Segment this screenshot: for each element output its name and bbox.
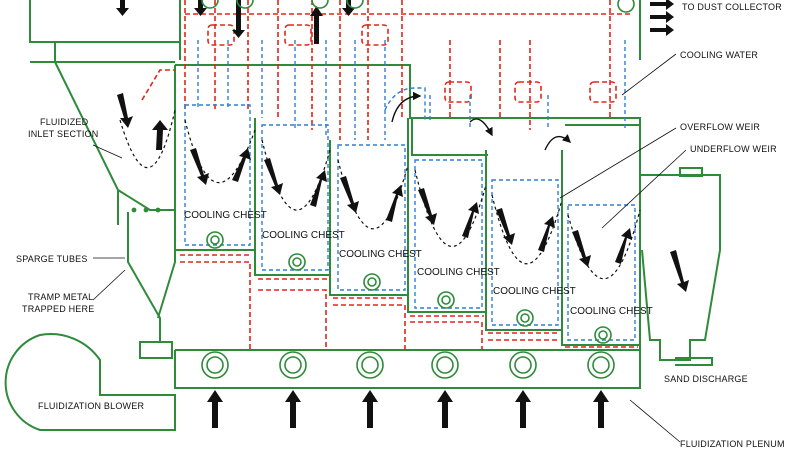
flow-arrow-icon bbox=[152, 120, 168, 150]
underflow-weir-label: UNDERFLOW WEIR bbox=[690, 144, 777, 154]
up-arrow-icon bbox=[362, 390, 378, 428]
tramp-metal-label-2: TRAPPED HERE bbox=[22, 304, 94, 314]
dust-collector-label: TO DUST COLLECTOR bbox=[682, 2, 782, 12]
cooling-chest-label: COOLING CHEST bbox=[570, 306, 653, 317]
flange-nozzle-icon bbox=[356, 351, 384, 379]
cooling-chest-label: COOLING CHEST bbox=[339, 249, 422, 260]
flange-nozzle-icon bbox=[206, 231, 224, 249]
flange-nozzle-icon bbox=[363, 273, 381, 291]
flow-arrow-icon bbox=[340, 176, 359, 213]
fluidization-plenum-label: FLUIDIZATION PLENUM bbox=[680, 439, 785, 449]
flange-nozzle-icon bbox=[431, 351, 459, 379]
flange-nozzle-icon bbox=[346, 0, 364, 9]
tramp-metal-label-1: TRAMP METAL bbox=[28, 292, 93, 302]
flange-nozzle-icon bbox=[311, 0, 329, 9]
sand-discharge-label: SAND DISCHARGE bbox=[664, 374, 748, 384]
flange-nozzle-icon bbox=[201, 0, 219, 9]
flow-arrow-icon bbox=[538, 216, 555, 252]
flow-arrow-icon bbox=[310, 6, 323, 44]
flange-nozzle-icon bbox=[516, 309, 534, 327]
flange-nozzle-icon bbox=[236, 0, 254, 9]
flow-arrow-icon bbox=[615, 228, 632, 264]
flow-arrow-icon bbox=[386, 185, 403, 222]
cooling-chest-label: COOLING CHEST bbox=[184, 210, 267, 221]
flow-arrow-icon bbox=[310, 170, 327, 207]
fluidized-inlet-label-1: FLUIDIZED bbox=[40, 117, 89, 127]
equipment-outline bbox=[4, 0, 721, 431]
flange-nozzle-icon bbox=[587, 351, 615, 379]
up-arrow-icon bbox=[285, 390, 301, 428]
cooling-water-label: COOLING WATER bbox=[680, 50, 758, 60]
flange-nozzle-icon bbox=[288, 253, 306, 271]
up-arrow-icon bbox=[593, 390, 609, 428]
cooling-chest-label: COOLING CHEST bbox=[262, 230, 345, 241]
fluidized-inlet-label-2: INLET SECTION bbox=[28, 129, 98, 139]
flange-nozzle-icon bbox=[617, 0, 635, 13]
cooling-chest-labels: COOLING CHEST COOLING CHEST COOLING CHES… bbox=[184, 210, 653, 317]
flow-arrow-icon bbox=[232, 148, 251, 182]
flow-arrow-icon bbox=[418, 188, 437, 225]
flange-nozzle-icon bbox=[279, 351, 307, 379]
flow-arrow-icons bbox=[116, 0, 689, 428]
up-arrow-icon bbox=[515, 390, 531, 428]
flow-arrow-icon bbox=[572, 230, 591, 267]
flow-arrow-icon bbox=[190, 148, 209, 185]
flange-nozzle-icons bbox=[201, 0, 635, 379]
flange-nozzle-icon bbox=[201, 351, 229, 379]
flow-arrow-icon bbox=[496, 208, 515, 245]
flow-arrow-icon bbox=[462, 202, 479, 238]
flange-nozzle-icon bbox=[509, 351, 537, 379]
flow-arrow-icon bbox=[194, 0, 207, 16]
callout-labels: TO DUST COLLECTOR COOLING WATER FLUIDIZE… bbox=[16, 2, 785, 449]
up-arrow-icon bbox=[207, 390, 223, 428]
cooling-chest-tubing bbox=[184, 40, 636, 341]
sparge-tubes-label: SPARGE TUBES bbox=[16, 254, 88, 264]
flow-arrow-icon bbox=[117, 93, 133, 128]
flow-arrow-icon bbox=[670, 250, 689, 292]
flange-nozzle-icon bbox=[437, 291, 455, 309]
fluidization-blower-label: FLUIDIZATION BLOWER bbox=[38, 401, 144, 411]
overflow-weir-label: OVERFLOW WEIR bbox=[680, 122, 760, 132]
flow-arrow-icon bbox=[264, 158, 283, 195]
leader-lines bbox=[92, 53, 687, 443]
flow-arrow-icon bbox=[116, 0, 129, 16]
overflow-arrows bbox=[391, 91, 572, 151]
right-arrows-icon bbox=[650, 0, 674, 36]
flow-arrow-icon bbox=[232, 0, 245, 38]
up-arrow-icon bbox=[437, 390, 453, 428]
sparge-tube-dots bbox=[131, 207, 161, 213]
cooling-chest-label: COOLING CHEST bbox=[493, 286, 576, 297]
flange-nozzle-icon bbox=[594, 326, 612, 344]
cooling-water-piping bbox=[141, 0, 638, 350]
cooling-chest-label: COOLING CHEST bbox=[417, 267, 500, 278]
